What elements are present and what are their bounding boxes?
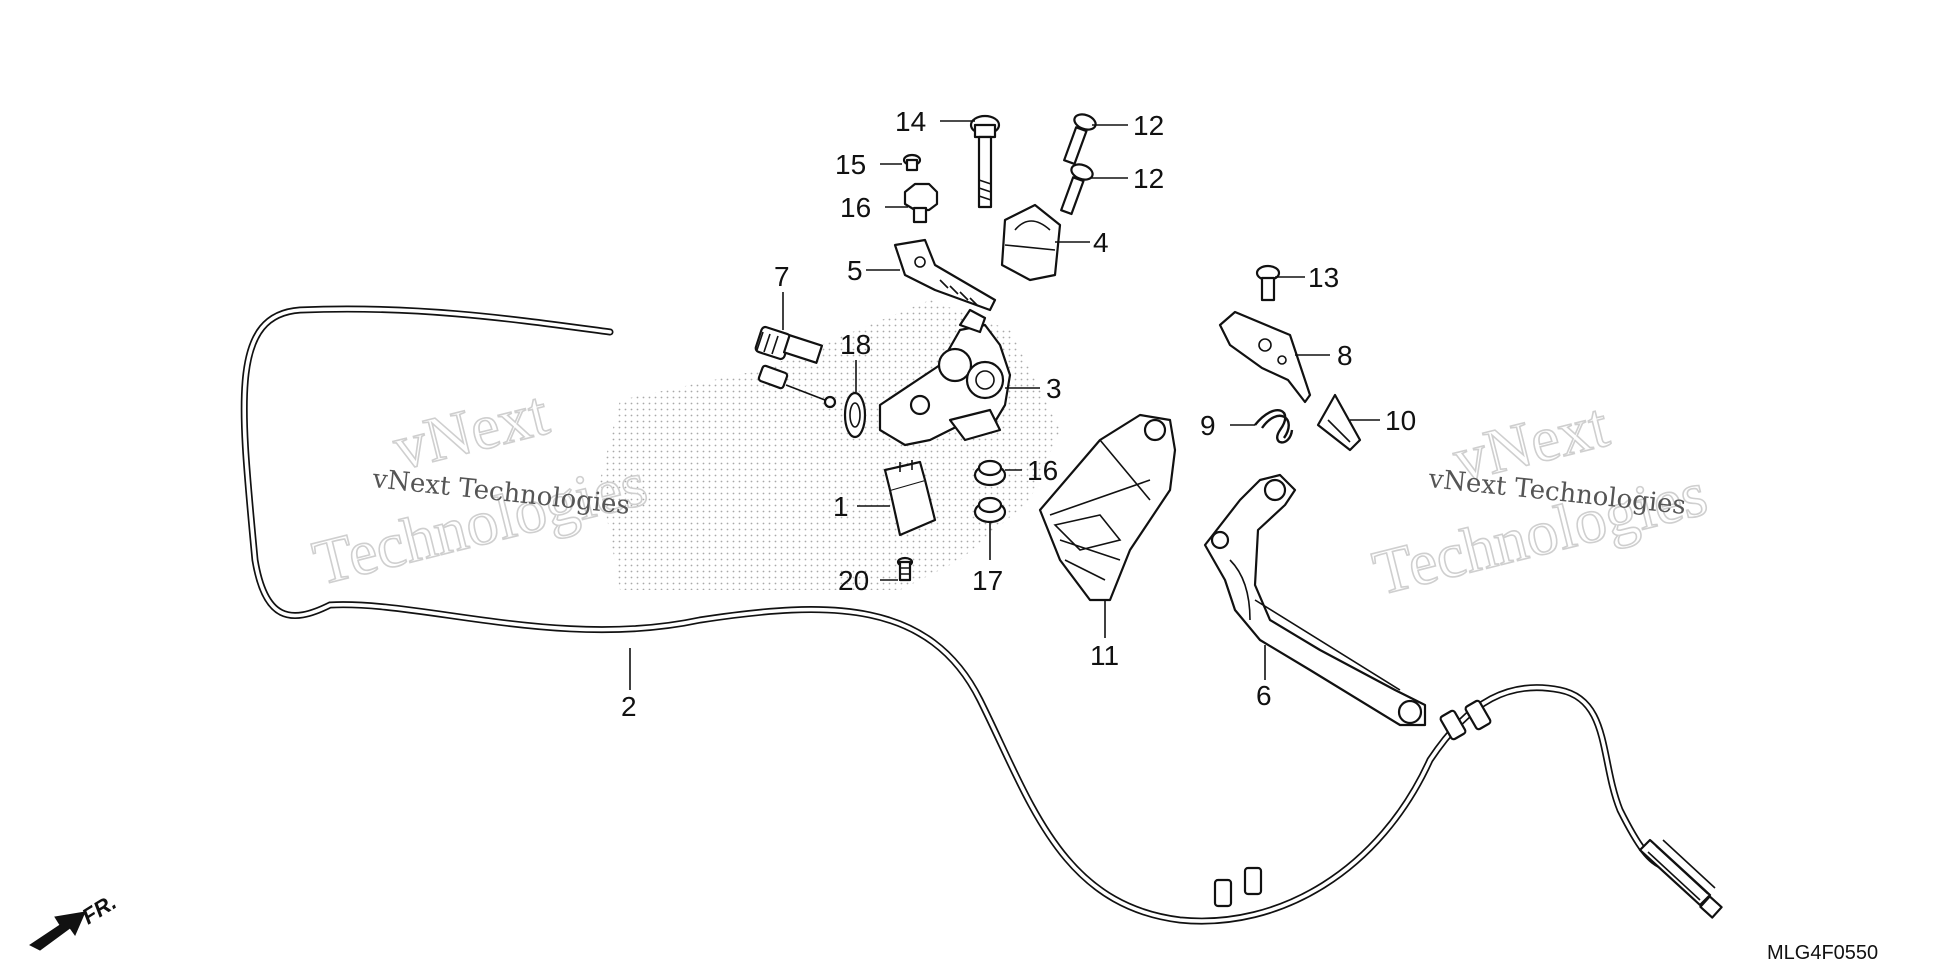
screw-part-20 — [896, 556, 914, 582]
callout-11: 11 — [1090, 640, 1119, 671]
callout-5: 5 — [847, 255, 863, 286]
callout-14: 14 — [895, 106, 926, 137]
callout-8: 8 — [1337, 340, 1353, 371]
watermark-large-2: Technologies — [306, 447, 653, 598]
callout-17: 16 — [1027, 455, 1058, 486]
cover-part-11 — [1038, 413, 1177, 602]
callout-19: 18 — [840, 329, 871, 360]
diagram-code: MLG4F0550 — [1767, 942, 1878, 964]
front-label: FR. — [77, 889, 120, 929]
screw-part-12-upper — [1063, 113, 1097, 166]
watermark-left: vNext Technologies vNext Technologies — [305, 376, 654, 599]
callout-7: 7 — [774, 261, 790, 292]
grommet-part-18 — [973, 496, 1007, 524]
callout-10: 10 — [1385, 405, 1416, 436]
bolt-part-16 — [903, 182, 939, 224]
callout-4: 4 — [1093, 227, 1109, 258]
front-arrow: FR. — [29, 889, 121, 951]
callout-12-upper: 12 — [1133, 110, 1164, 141]
nut-part-19 — [843, 391, 867, 439]
clutch-cable-part-2 — [240, 305, 1723, 925]
callout-16: 16 — [840, 192, 871, 223]
plate-part-5 — [893, 238, 997, 312]
callout-12-lower: 12 — [1133, 163, 1164, 194]
adjuster-part-7 — [754, 325, 824, 364]
lever-bracket-part-3 — [878, 308, 1012, 447]
cable-adjuster-spring — [1638, 838, 1723, 919]
bolt-part-14 — [969, 114, 1001, 209]
callout-15: 15 — [835, 149, 866, 180]
callout-2: 2 — [621, 691, 637, 722]
screw-part-13 — [1255, 264, 1281, 302]
holder-part-4 — [1000, 203, 1062, 282]
plate-part-8 — [1218, 310, 1312, 404]
callout-9: 9 — [1200, 410, 1216, 441]
watermark-right: vNext Technologies vNext Technologies — [1365, 388, 1714, 609]
callout-18: 17 — [972, 565, 1003, 596]
grommet-part-17 — [973, 459, 1007, 487]
callout-1: 1 — [833, 491, 849, 522]
callout-20: 20 — [838, 565, 869, 596]
switch-part-1 — [883, 460, 937, 537]
callout-6: 6 — [1256, 680, 1272, 711]
pad-part-10 — [1316, 393, 1362, 452]
spring-part-9 — [1254, 409, 1294, 444]
callouts: 14 15 16 12 12 4 5 7 18 3 13 8 9 10 16 1… — [621, 106, 1416, 722]
leader-lines — [629, 120, 1380, 690]
callout-13: 13 — [1308, 262, 1339, 293]
lever-part-6 — [1203, 473, 1427, 727]
screw-part-12-lower — [1060, 163, 1094, 216]
screw-part-15 — [902, 153, 922, 172]
callout-3: 3 — [1046, 373, 1062, 404]
